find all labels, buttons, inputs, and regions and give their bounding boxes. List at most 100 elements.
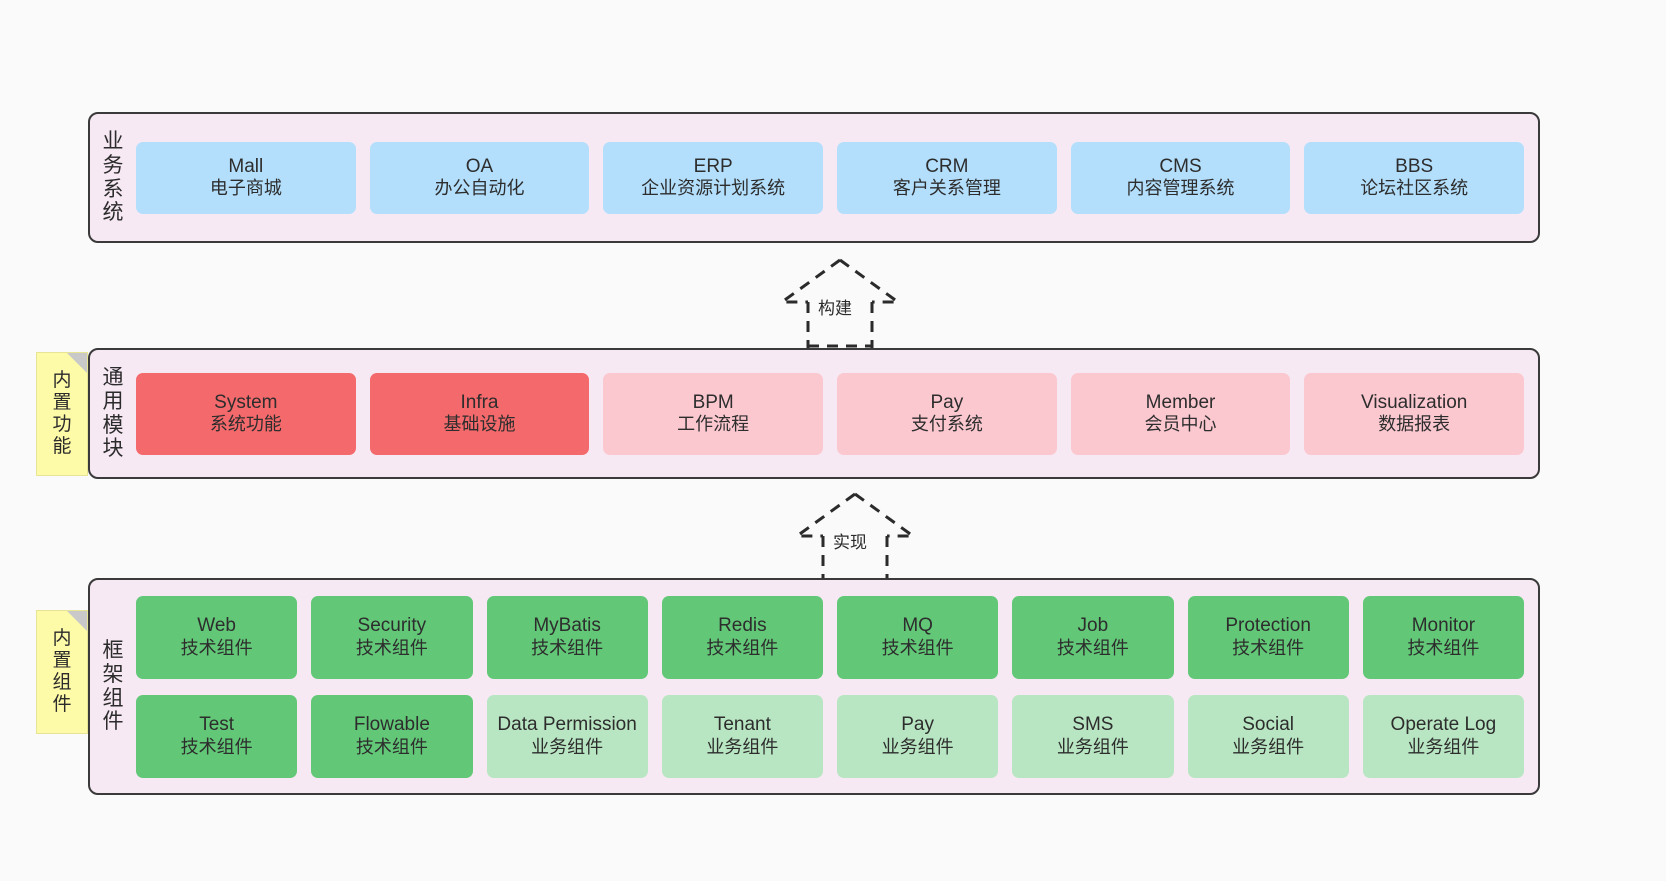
card-social[interactable]: Social 业务组件: [1187, 694, 1349, 778]
card-title: Security: [357, 615, 427, 637]
layer-label-char: 通: [102, 366, 124, 390]
card-title: System: [214, 391, 278, 413]
card-subtitle: 办公自动化: [434, 178, 525, 199]
card-subtitle: 技术组件: [1232, 637, 1305, 658]
sticky-note-builtin-features[interactable]: 内 置 功 能: [36, 352, 88, 476]
dashed-hollow-arrow-up-icon: [777, 258, 903, 348]
card-row: Test 技术组件 Flowable 技术组件 Data Permission …: [136, 694, 1524, 778]
layer-common-module[interactable]: 通 用 模 块 System 系统功能 Infra 基础设施 BPM 工作流程: [88, 348, 1540, 479]
card-operate-log[interactable]: Operate Log 业务组件: [1362, 694, 1524, 778]
card-subtitle: 电子商城: [209, 178, 282, 199]
card-system[interactable]: System 系统功能: [136, 372, 356, 455]
card-infra[interactable]: Infra 基础设施: [369, 372, 590, 455]
card-mall[interactable]: Mall 电子商城: [136, 141, 356, 214]
card-title: Operate Log: [1390, 714, 1497, 736]
card-subtitle: 基础设施: [443, 414, 516, 435]
card-crm[interactable]: CRM 客户关系管理: [837, 141, 1057, 214]
card-title: Pay: [901, 714, 934, 736]
card-mybatis[interactable]: MyBatis 技术组件: [486, 595, 648, 679]
card-title: Tenant: [713, 714, 771, 736]
sticky-note-builtin-components[interactable]: 内 置 组 件: [36, 610, 88, 734]
card-title: Member: [1145, 391, 1216, 413]
card-subtitle: 会员中心: [1144, 414, 1217, 435]
card-oa[interactable]: OA 办公自动化: [369, 141, 590, 214]
card-erp[interactable]: ERP 企业资源计划系统: [603, 141, 824, 214]
layer-framework-component[interactable]: 框 架 组 件 Web 技术组件 Security 技术组件 MyBatis 技…: [88, 578, 1540, 795]
card-cms[interactable]: CMS 内容管理系统: [1070, 141, 1291, 214]
card-title: BBS: [1395, 155, 1434, 177]
layer-label-char: 件: [102, 710, 124, 734]
relation-implement: 实现: [765, 492, 945, 582]
card-title: OA: [465, 155, 494, 177]
layer-body-framework-component: Web 技术组件 Security 技术组件 MyBatis 技术组件 Redi…: [136, 580, 1538, 793]
card-subtitle: 业务组件: [531, 736, 604, 757]
card-job[interactable]: Job 技术组件: [1012, 595, 1174, 679]
card-data-permission[interactable]: Data Permission 业务组件: [486, 694, 648, 778]
card-web[interactable]: Web 技术组件: [136, 595, 298, 679]
card-subtitle: 技术组件: [355, 637, 428, 658]
layer-label-char: 块: [102, 437, 124, 461]
layer-label-char: 系: [102, 177, 124, 201]
card-flowable[interactable]: Flowable 技术组件: [311, 694, 473, 778]
card-title: Test: [199, 714, 235, 736]
layer-body-common-module: System 系统功能 Infra 基础设施 BPM 工作流程 Pay 支付系统…: [136, 350, 1538, 477]
sticky-note-char: 能: [52, 436, 72, 458]
card-test[interactable]: Test 技术组件: [136, 694, 298, 778]
card-title: Social: [1242, 714, 1294, 736]
card-subtitle: 技术组件: [1056, 637, 1129, 658]
card-title: CRM: [925, 155, 969, 177]
card-subtitle: 数据报表: [1378, 414, 1451, 435]
layer-label-framework-component: 框 架 组 件: [90, 580, 136, 793]
card-mq[interactable]: MQ 技术组件: [837, 595, 999, 679]
card-title: BPM: [692, 391, 734, 413]
card-subtitle: 客户关系管理: [892, 178, 1001, 199]
sticky-note-char: 内: [52, 627, 72, 649]
card-title: Web: [197, 615, 236, 637]
relation-build: 构建: [750, 258, 930, 348]
card-sms[interactable]: SMS 业务组件: [1012, 694, 1174, 778]
card-subtitle: 业务组件: [1056, 736, 1129, 757]
layer-label-char: 框: [102, 639, 124, 663]
card-visualization[interactable]: Visualization 数据报表: [1304, 372, 1525, 455]
card-monitor[interactable]: Monitor 技术组件: [1362, 595, 1524, 679]
sticky-note-char: 置: [52, 649, 72, 671]
card-title: Mall: [228, 155, 264, 177]
card-title: Monitor: [1411, 615, 1476, 637]
layer-label-char: 用: [102, 389, 124, 413]
sticky-note-char: 置: [52, 391, 72, 413]
card-title: Pay: [930, 391, 964, 413]
layer-label-business-system: 业 务 系 统: [90, 114, 136, 241]
relation-label-build: 构建: [816, 294, 854, 319]
card-subtitle: 技术组件: [180, 637, 253, 658]
card-title: ERP: [693, 155, 733, 177]
card-subtitle: 技术组件: [180, 736, 253, 757]
sticky-note-char: 件: [52, 694, 72, 716]
layer-label-char: 组: [102, 686, 124, 710]
card-title: Protection: [1225, 615, 1311, 637]
card-pay-component[interactable]: Pay 业务组件: [837, 694, 999, 778]
card-subtitle: 内容管理系统: [1126, 178, 1235, 199]
card-subtitle: 技术组件: [881, 637, 954, 658]
card-title: CMS: [1159, 155, 1202, 177]
card-subtitle: 系统功能: [209, 414, 282, 435]
card-subtitle: 技术组件: [1407, 637, 1480, 658]
sticky-fold-icon: [67, 353, 87, 373]
layer-label-char: 统: [102, 201, 124, 225]
card-pay[interactable]: Pay 支付系统: [837, 372, 1057, 455]
card-redis[interactable]: Redis 技术组件: [661, 595, 823, 679]
card-bpm[interactable]: BPM 工作流程: [603, 372, 824, 455]
card-bbs[interactable]: BBS 论坛社区系统: [1304, 141, 1525, 214]
card-protection[interactable]: Protection 技术组件: [1187, 595, 1349, 679]
card-subtitle: 技术组件: [355, 736, 428, 757]
layer-business-system[interactable]: 业 务 系 统 Mall 电子商城 OA 办公自动化 ERP 企业资源计划系统: [88, 112, 1540, 243]
card-subtitle: 工作流程: [677, 414, 750, 435]
card-member[interactable]: Member 会员中心: [1070, 372, 1291, 455]
card-title: Visualization: [1361, 391, 1468, 413]
layer-label-common-module: 通 用 模 块: [90, 350, 136, 477]
card-subtitle: 技术组件: [706, 637, 779, 658]
card-title: Job: [1077, 615, 1109, 637]
card-security[interactable]: Security 技术组件: [311, 595, 473, 679]
card-tenant[interactable]: Tenant 业务组件: [661, 694, 823, 778]
sticky-fold-icon: [67, 611, 87, 631]
